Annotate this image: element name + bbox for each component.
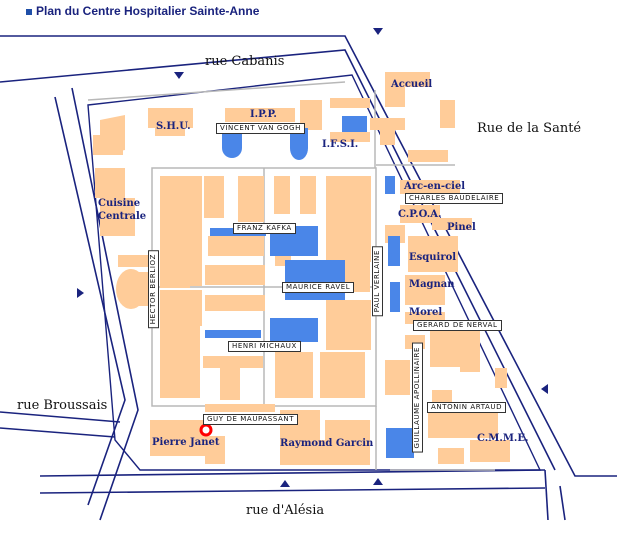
pavilion-label-paul-verlaine[interactable]: PAUL VERLAINE bbox=[372, 246, 383, 317]
map-title-text: Plan du Centre Hospitalier Sainte-Anne bbox=[36, 4, 260, 18]
building-label-cmme[interactable]: C.M.M.E. bbox=[477, 433, 529, 444]
pavilion-label-vincent-van-gogh[interactable]: VINCENT VAN GOGH bbox=[216, 123, 305, 134]
street-label-south: rue d'Alésia bbox=[246, 503, 325, 518]
pavilion-label-antonin-artaud[interactable]: ANTONIN ARTAUD bbox=[427, 402, 507, 413]
building-label-cpoa[interactable]: C.P.O.A. bbox=[398, 209, 442, 220]
street-label-east: Rue de la Santé bbox=[477, 121, 582, 136]
building-label-shu[interactable]: S.H.U. bbox=[156, 121, 191, 132]
building-label-pinel[interactable]: Pinel bbox=[447, 222, 476, 233]
location-marker-icon bbox=[199, 423, 213, 437]
building-label-magnan[interactable]: Magnan bbox=[409, 279, 455, 290]
pavilion-label-guy-de-maupassant[interactable]: GUY DE MAUPASSANT bbox=[203, 414, 299, 425]
building-label-ifsi[interactable]: I.F.S.I. bbox=[322, 139, 359, 150]
building-label-raymond-garcin[interactable]: Raymond Garcin bbox=[280, 438, 374, 449]
building-label-arc-en-ciel[interactable]: Arc-en-ciel bbox=[404, 181, 466, 192]
pavilion-label-henri-michaux[interactable]: HENRI MICHAUX bbox=[228, 341, 301, 352]
building-label-cuisine[interactable]: Cuisine Centrale bbox=[98, 197, 146, 223]
street-label-north: rue Cabanis bbox=[205, 54, 285, 69]
pavilion-label-charles-baudelaire[interactable]: CHARLES BAUDELAIRE bbox=[405, 193, 504, 204]
buildings bbox=[93, 72, 510, 465]
hospital-boundary bbox=[87, 74, 542, 471]
building-label-ipp[interactable]: I.P.P. bbox=[250, 109, 277, 120]
pavilion-label-gerard-de-nerval[interactable]: GERARD DE NERVAL bbox=[413, 320, 502, 331]
building-label-cuisine-line1: Cuisine bbox=[98, 198, 141, 209]
entrance-arrow-icon bbox=[77, 28, 548, 487]
building-label-esquirol[interactable]: Esquirol bbox=[409, 252, 457, 263]
pavilion-label-maurice-ravel[interactable]: MAURICE RAVEL bbox=[282, 282, 355, 293]
street-label-west: rue Broussais bbox=[17, 398, 108, 413]
building-label-morel[interactable]: Morel bbox=[409, 307, 443, 318]
pavilion-label-hector-berlioz[interactable]: HECTOR BERLIOZ bbox=[148, 250, 159, 329]
title-bullet-icon bbox=[26, 8, 32, 15]
building-label-accueil[interactable]: Accueil bbox=[391, 79, 433, 90]
building-label-cuisine-line2: Centrale bbox=[98, 211, 147, 222]
pavilion-label-guillaume-apollinaire[interactable]: GUILLAUME APOLLINAIRE bbox=[412, 343, 423, 453]
building-label-pierre-janet[interactable]: Pierre Janet bbox=[152, 437, 220, 448]
map-title: Plan du Centre Hospitalier Sainte-Anne bbox=[26, 4, 259, 18]
pavilion-label-franz-kafka[interactable]: FRANZ KAFKA bbox=[233, 223, 296, 234]
